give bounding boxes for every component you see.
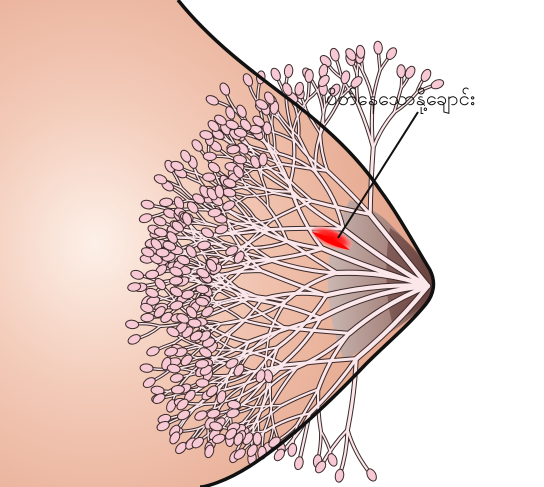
lobule <box>269 67 282 82</box>
lobule <box>141 313 155 322</box>
lobule <box>140 363 154 372</box>
lobule <box>156 248 169 257</box>
lobule <box>284 64 294 78</box>
lobule <box>305 69 314 82</box>
lobule <box>125 320 139 329</box>
lobule <box>203 152 216 161</box>
blocked-duct-label: ပိတ်နေသောနို့ချောင်း <box>326 86 475 110</box>
lobule <box>397 65 405 78</box>
lobule <box>253 432 262 445</box>
lobule <box>334 469 345 483</box>
lobule <box>403 65 417 80</box>
lobule <box>373 41 383 55</box>
lobule <box>259 153 268 166</box>
duct-branch <box>348 430 372 475</box>
lobule <box>293 456 304 470</box>
lobule <box>202 173 215 182</box>
lobule <box>171 385 184 394</box>
lobule <box>196 379 209 387</box>
